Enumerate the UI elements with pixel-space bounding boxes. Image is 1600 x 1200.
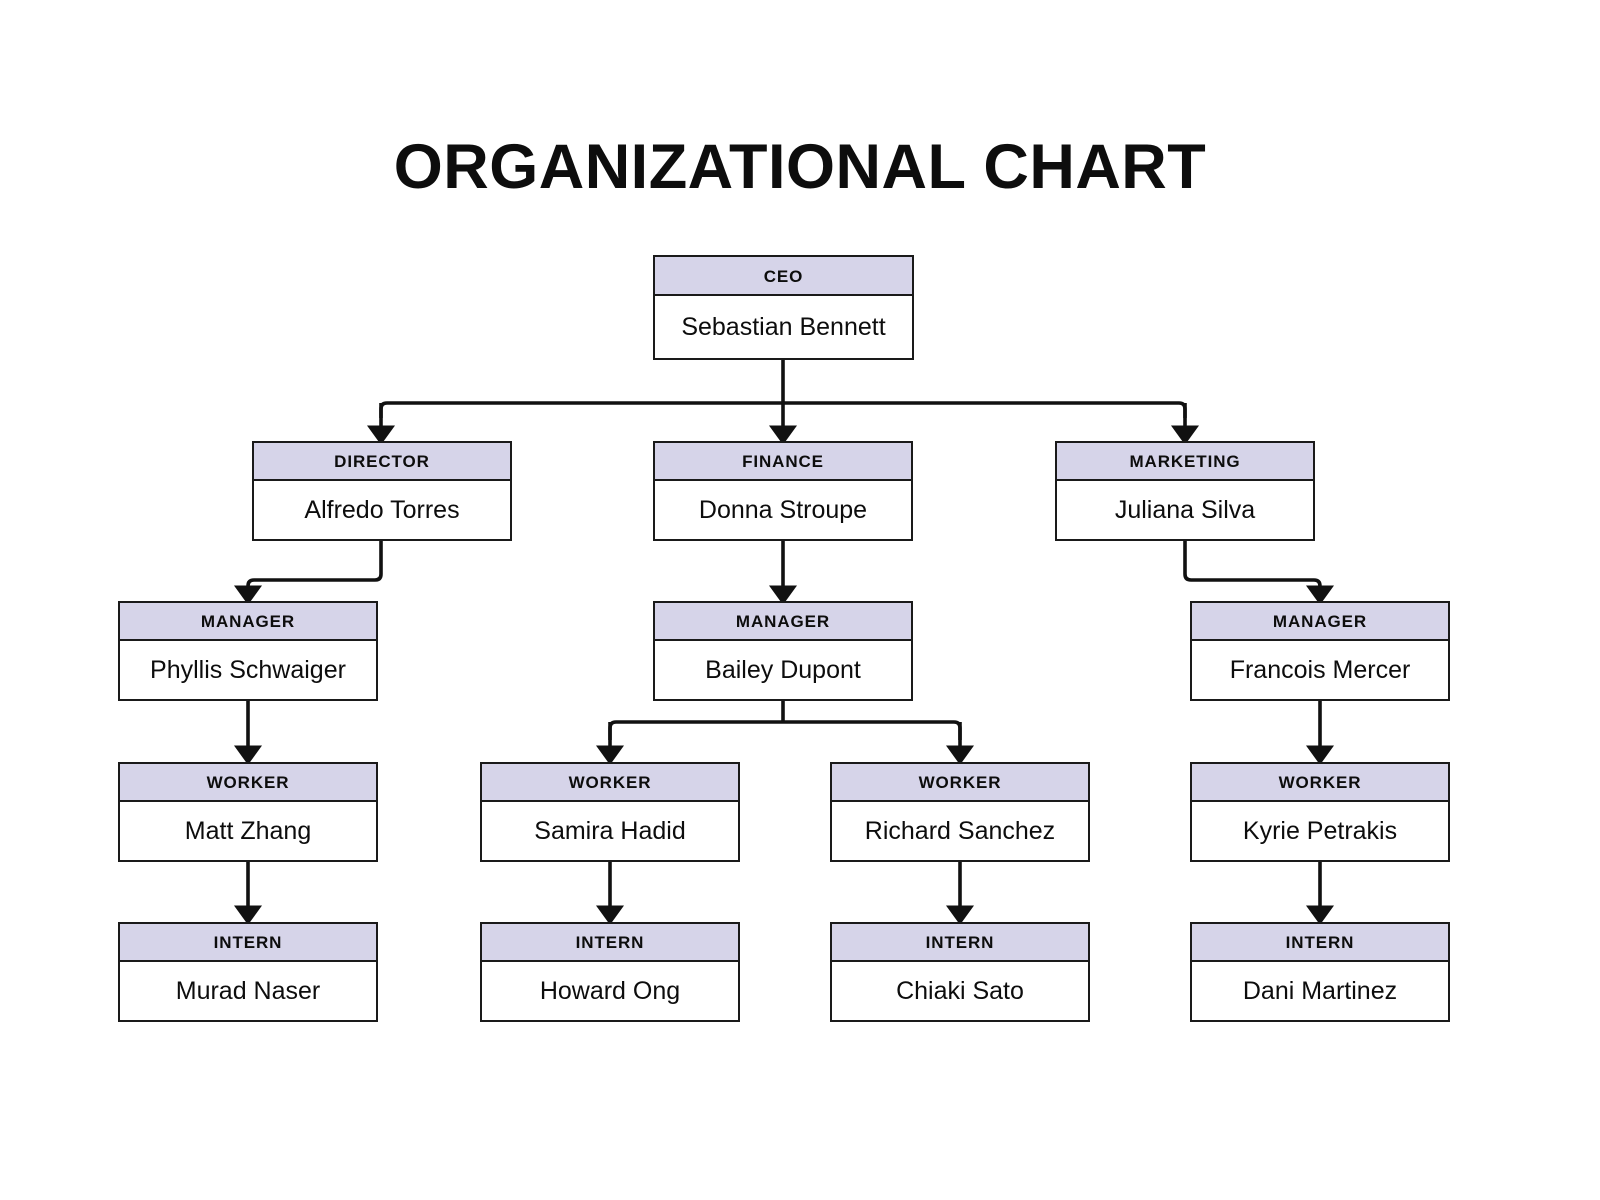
node-intern-1[interactable]: INTERN Murad Naser — [118, 922, 378, 1022]
node-manager-2[interactable]: MANAGER Bailey Dupont — [653, 601, 913, 701]
node-intern-2-name: Howard Ong — [482, 962, 738, 1020]
node-ceo-role: CEO — [655, 257, 912, 296]
node-manager-1[interactable]: MANAGER Phyllis Schwaiger — [118, 601, 378, 701]
node-worker-1-role: WORKER — [120, 764, 376, 802]
node-manager-3-name: Francois Mercer — [1192, 641, 1448, 699]
node-worker-3-name: Richard Sanchez — [832, 802, 1088, 860]
node-manager-1-name: Phyllis Schwaiger — [120, 641, 376, 699]
node-intern-3-role: INTERN — [832, 924, 1088, 962]
node-worker-4-role: WORKER — [1192, 764, 1448, 802]
node-intern-4-name: Dani Martinez — [1192, 962, 1448, 1020]
node-intern-1-name: Murad Naser — [120, 962, 376, 1020]
node-director-name: Alfredo Torres — [254, 481, 510, 539]
node-marketing-name: Juliana Silva — [1057, 481, 1313, 539]
node-manager-2-name: Bailey Dupont — [655, 641, 911, 699]
node-manager-3[interactable]: MANAGER Francois Mercer — [1190, 601, 1450, 701]
node-worker-1-name: Matt Zhang — [120, 802, 376, 860]
node-director[interactable]: DIRECTOR Alfredo Torres — [252, 441, 512, 541]
node-worker-4[interactable]: WORKER Kyrie Petrakis — [1190, 762, 1450, 862]
edge-ceo-bus — [379, 401, 1187, 418]
node-intern-3-name: Chiaki Sato — [832, 962, 1088, 1020]
node-finance-role: FINANCE — [655, 443, 911, 481]
node-manager-1-role: MANAGER — [120, 603, 376, 641]
edge-director-manager1 — [233, 533, 383, 605]
node-intern-2[interactable]: INTERN Howard Ong — [480, 922, 740, 1022]
node-manager-2-role: MANAGER — [655, 603, 911, 641]
node-worker-3-role: WORKER — [832, 764, 1088, 802]
node-worker-4-name: Kyrie Petrakis — [1192, 802, 1448, 860]
page-title: ORGANIZATIONAL CHART — [393, 132, 1207, 202]
node-intern-4-role: INTERN — [1192, 924, 1448, 962]
edge-manager2-bus — [608, 720, 962, 740]
node-worker-3[interactable]: WORKER Richard Sanchez — [830, 762, 1090, 862]
node-finance-name: Donna Stroupe — [655, 481, 911, 539]
node-marketing[interactable]: MARKETING Juliana Silva — [1055, 441, 1315, 541]
node-finance[interactable]: FINANCE Donna Stroupe — [653, 441, 913, 541]
node-worker-2-name: Samira Hadid — [482, 802, 738, 860]
node-intern-2-role: INTERN — [482, 924, 738, 962]
node-worker-2-role: WORKER — [482, 764, 738, 802]
node-intern-4[interactable]: INTERN Dani Martinez — [1190, 922, 1450, 1022]
edge-marketing-manager3 — [1183, 533, 1335, 605]
node-ceo-name: Sebastian Bennett — [655, 296, 912, 358]
node-manager-3-role: MANAGER — [1192, 603, 1448, 641]
node-worker-1[interactable]: WORKER Matt Zhang — [118, 762, 378, 862]
node-worker-2[interactable]: WORKER Samira Hadid — [480, 762, 740, 862]
node-ceo[interactable]: CEO Sebastian Bennett — [653, 255, 914, 360]
node-intern-3[interactable]: INTERN Chiaki Sato — [830, 922, 1090, 1022]
node-director-role: DIRECTOR — [254, 443, 510, 481]
node-marketing-role: MARKETING — [1057, 443, 1313, 481]
node-intern-1-role: INTERN — [120, 924, 376, 962]
